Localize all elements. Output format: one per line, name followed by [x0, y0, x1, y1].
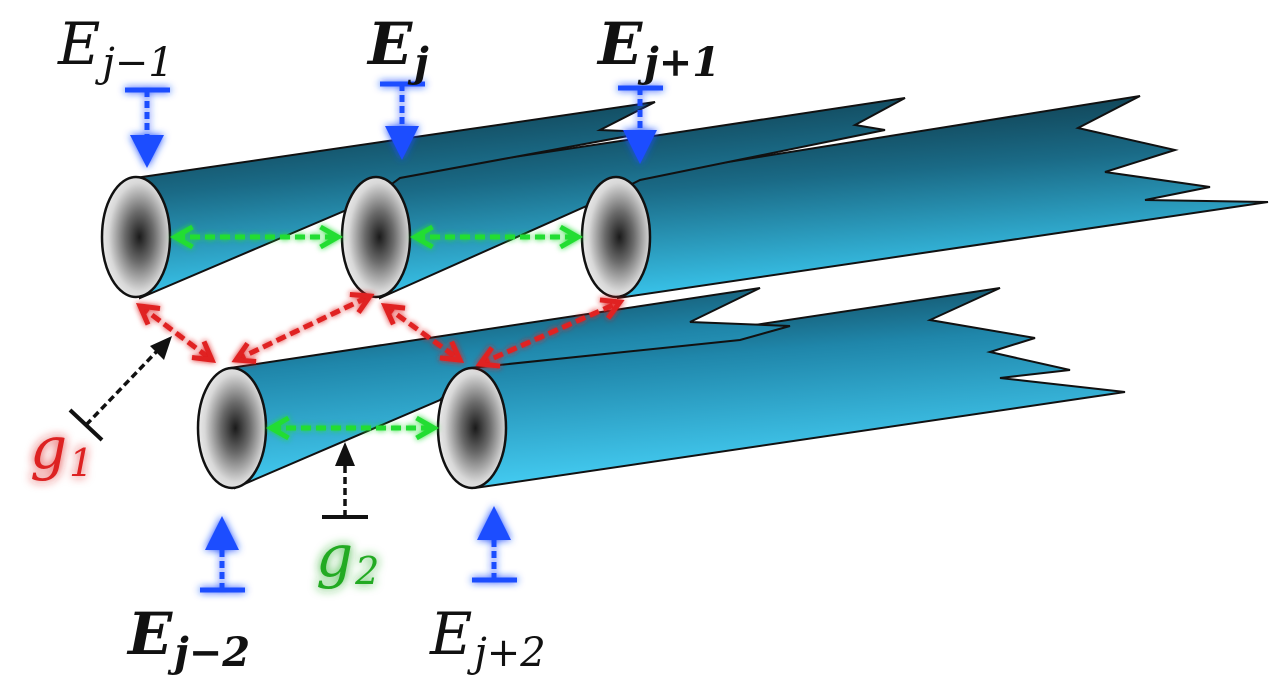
label-e-j-plus-2: Ej+2	[429, 600, 546, 676]
pump-arrow-j-minus-2	[200, 516, 245, 593]
svg-text:Ej+1: Ej+1	[596, 10, 720, 86]
svg-text:g2: g2	[316, 522, 379, 593]
g1-pointer-arrow	[68, 336, 172, 442]
pump-arrow-j	[380, 81, 425, 160]
label-e-j: Ej	[366, 10, 429, 86]
label-g1: g1	[30, 414, 93, 485]
svg-text:Ej+2: Ej+2	[429, 600, 546, 676]
waveguide-face-bottom-right	[436, 366, 508, 490]
coupling-arrow-red-4	[475, 297, 625, 369]
waveguide-bottom-left	[228, 287, 791, 490]
inter-row-coupling-arrows	[135, 292, 625, 369]
waveguide-top-right	[613, 95, 1269, 300]
waveguide-bottom-right	[468, 287, 1126, 490]
pump-arrows	[125, 81, 663, 593]
svg-text:g1: g1	[30, 414, 93, 485]
label-e-j-minus-1: Ej−1	[57, 10, 174, 86]
svg-text:Ej−2: Ej−2	[126, 600, 250, 676]
label-g2: g2	[316, 522, 379, 593]
coupling-arrow-red-3	[380, 303, 465, 363]
coupling-arrow-red-2	[231, 292, 375, 364]
waveguide-top-left	[133, 101, 656, 300]
waveguide-face-top-left	[100, 175, 172, 299]
intra-row-coupling-arrows	[169, 224, 584, 441]
svg-text:Ej−1: Ej−1	[57, 10, 174, 86]
waveguide-face-top-middle	[340, 175, 412, 299]
pump-arrow-j-minus-1	[125, 87, 170, 168]
label-e-j-plus-1: Ej+1	[596, 10, 720, 86]
pump-arrow-j-plus-1	[618, 85, 663, 164]
coupling-arrow-red-1	[135, 302, 217, 364]
pump-arrow-j-plus-2	[472, 506, 517, 583]
waveguide-face-top-right	[580, 175, 652, 299]
svg-text:Ej: Ej	[366, 10, 429, 86]
waveguide-top-middle	[373, 97, 906, 300]
label-e-j-minus-2: Ej−2	[126, 600, 250, 676]
waveguide-face-bottom-left	[196, 366, 268, 490]
g2-pointer-arrow	[322, 442, 368, 519]
